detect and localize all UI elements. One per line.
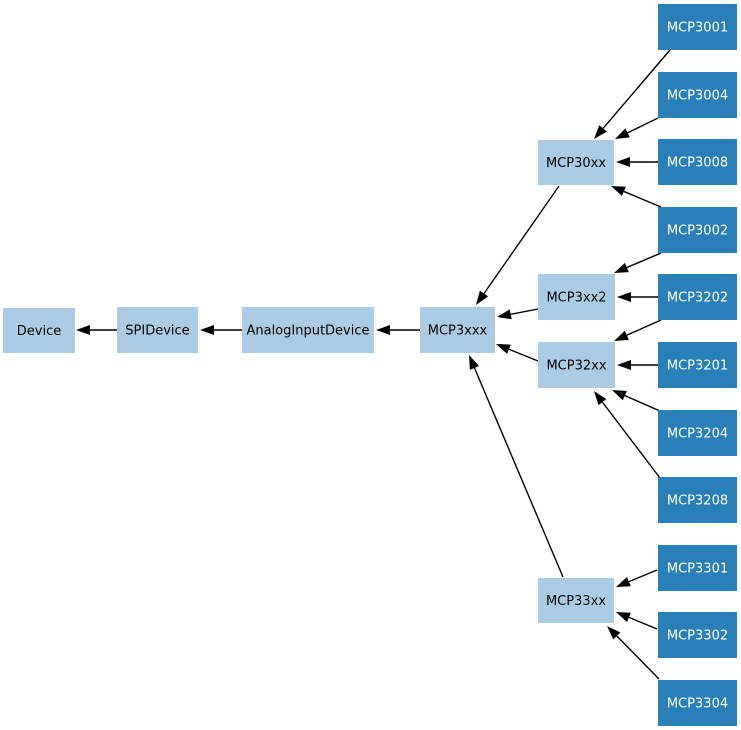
- edge-MCP3004-to-MCP30xx: [615, 117, 659, 139]
- edge-MCP33xx-to-MCP3xxx: [469, 355, 564, 578]
- edge-MCP3002-to-MCP3xx2: [614, 252, 662, 273]
- edge-MCP3301-to-MCP33xx: [616, 569, 658, 587]
- edge-AnalogInputDevice-to-SPIDevice: [200, 325, 242, 335]
- node-MCP3001[interactable]: MCP3001: [658, 4, 737, 50]
- node-MCP3301[interactable]: MCP3301: [658, 545, 737, 591]
- node-box[interactable]: [658, 680, 737, 726]
- node-box[interactable]: [658, 274, 737, 320]
- arrowhead-icon: [497, 309, 512, 320]
- edge-line: [602, 49, 671, 129]
- arrowhead-icon: [617, 360, 631, 370]
- edge-MCP3208-to-MCP32xx: [594, 391, 661, 479]
- edge-line: [624, 394, 661, 412]
- arrowhead-icon: [614, 262, 629, 273]
- node-box[interactable]: [658, 139, 737, 185]
- edge-line: [626, 252, 662, 269]
- node-MCP3002[interactable]: MCP3002: [658, 207, 737, 253]
- arrowhead-icon: [615, 128, 630, 139]
- arrowhead-icon: [616, 157, 630, 167]
- node-AnalogInputDevice[interactable]: AnalogInputDevice: [242, 307, 374, 353]
- edge-MCP3xxx-to-AnalogInputDevice: [376, 325, 420, 335]
- edge-MCP3204-to-MCP32xx: [612, 390, 661, 412]
- arrowhead-icon: [476, 290, 489, 305]
- node-MCP3302[interactable]: MCP3302: [658, 612, 737, 658]
- arrowhead-icon: [611, 186, 626, 197]
- node-box[interactable]: [242, 307, 374, 353]
- edge-MCP3202-to-MCP3xx2: [617, 292, 658, 302]
- arrowhead-icon: [614, 330, 629, 341]
- node-box[interactable]: [658, 207, 737, 253]
- edge-MCP3008-to-MCP30xx: [616, 157, 658, 167]
- edge-MCP3302-to-MCP33xx: [616, 612, 658, 630]
- node-box[interactable]: [658, 4, 737, 50]
- node-box[interactable]: [658, 545, 737, 591]
- arrowhead-icon: [594, 125, 607, 139]
- edge-MCP3002-to-MCP30xx: [611, 186, 662, 208]
- node-MCP3xx2[interactable]: MCP3xx2: [538, 274, 615, 320]
- node-MCP3008[interactable]: MCP3008: [658, 139, 737, 185]
- arrowhead-icon: [607, 626, 621, 640]
- edge-MCP3202-to-MCP32xx: [614, 319, 662, 341]
- arrowhead-icon: [469, 355, 480, 370]
- arrowhead-icon: [496, 344, 511, 354]
- node-box[interactable]: [117, 307, 198, 353]
- arrowhead-icon: [594, 391, 607, 406]
- arrowhead-icon: [612, 390, 627, 401]
- edge-line: [473, 367, 564, 578]
- edge-line: [628, 569, 658, 583]
- edge-line: [508, 348, 539, 362]
- edge-line: [483, 185, 560, 294]
- edge-MCP3304-to-MCP33xx: [607, 626, 660, 680]
- edge-line: [623, 190, 662, 208]
- node-box[interactable]: [538, 342, 615, 388]
- node-Device[interactable]: Device: [3, 308, 75, 353]
- edge-line: [626, 319, 662, 336]
- node-box[interactable]: [658, 72, 737, 118]
- arrowhead-icon: [76, 325, 90, 335]
- edge-MCP32xx-to-MCP3xxx: [496, 344, 539, 362]
- node-box[interactable]: [538, 274, 615, 320]
- edge-line: [628, 616, 658, 630]
- arrowhead-icon: [617, 292, 631, 302]
- node-MCP3202[interactable]: MCP3202: [658, 274, 737, 320]
- edge-MCP3xx2-to-MCP3xxx: [497, 308, 539, 320]
- node-box[interactable]: [538, 140, 614, 185]
- node-SPIDevice[interactable]: SPIDevice: [117, 307, 198, 353]
- arrowhead-icon: [200, 325, 214, 335]
- edge-line: [601, 401, 661, 479]
- node-MCP3004[interactable]: MCP3004: [658, 72, 737, 118]
- edge-SPIDevice-to-Device: [76, 325, 117, 335]
- edge-MCP30xx-to-MCP3xxx: [476, 185, 560, 305]
- node-MCP32xx[interactable]: MCP32xx: [538, 342, 615, 388]
- node-box[interactable]: [538, 578, 614, 623]
- node-box[interactable]: [420, 307, 495, 353]
- node-box[interactable]: [658, 612, 737, 658]
- node-box[interactable]: [658, 410, 737, 456]
- node-box[interactable]: [658, 342, 737, 388]
- node-MCP3201[interactable]: MCP3201: [658, 342, 737, 388]
- node-MCP33xx[interactable]: MCP33xx: [538, 578, 614, 623]
- node-box[interactable]: [3, 308, 75, 353]
- edge-line: [627, 117, 659, 134]
- node-MCP3xxx[interactable]: MCP3xxx: [420, 307, 495, 353]
- node-MCP3304[interactable]: MCP3304: [658, 680, 737, 726]
- node-MCP3208[interactable]: MCP3208: [658, 477, 737, 523]
- edge-line: [616, 635, 660, 680]
- edge-MCP3201-to-MCP32xx: [617, 360, 658, 370]
- edge-MCP3001-to-MCP30xx: [594, 49, 671, 139]
- edge-line: [510, 308, 539, 316]
- arrowhead-icon: [376, 325, 390, 335]
- node-MCP30xx[interactable]: MCP30xx: [538, 140, 614, 185]
- arrowhead-icon: [616, 577, 631, 587]
- node-MCP3204[interactable]: MCP3204: [658, 410, 737, 456]
- arrowhead-icon: [616, 612, 631, 622]
- node-box[interactable]: [658, 477, 737, 523]
